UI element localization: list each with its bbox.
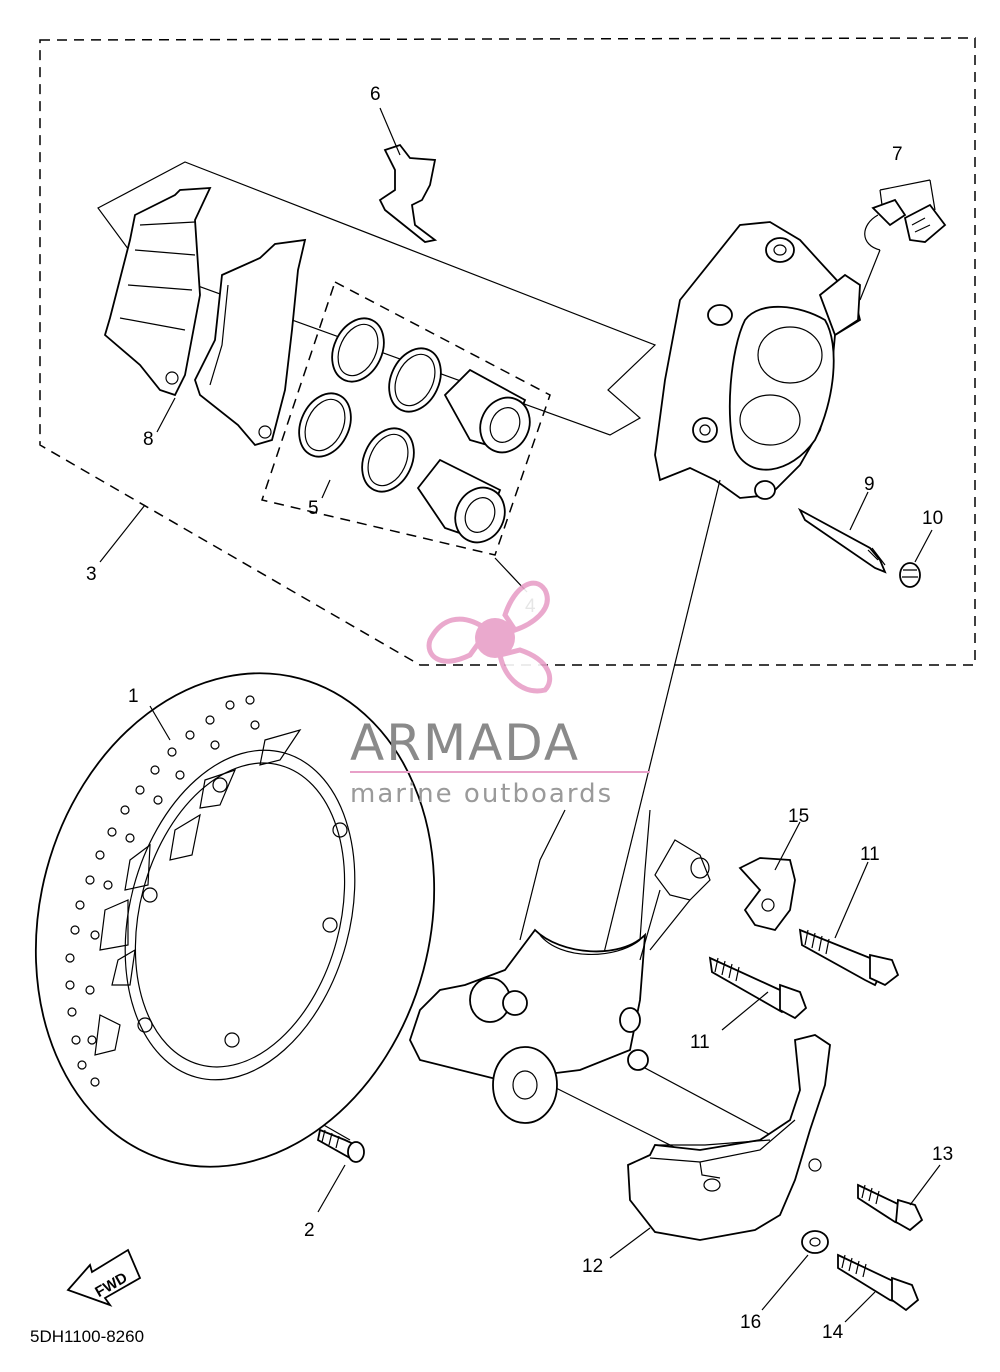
callout-7: 7 <box>892 144 903 165</box>
brand-tagline: marine outboards <box>350 779 613 809</box>
callout-3: 3 <box>86 564 97 585</box>
callout-11-upper: 11 <box>860 844 880 865</box>
caliper-assembly-boundary <box>39 37 976 666</box>
callout-11-lower: 11 <box>690 1032 710 1053</box>
callout-14: 14 <box>822 1322 844 1343</box>
callout-10: 10 <box>922 508 943 529</box>
caliper-pin-bolt <box>797 507 887 574</box>
cover-bolt-13 <box>857 1183 924 1232</box>
bracket-bolt-lower <box>708 956 808 1020</box>
callout-15: 15 <box>788 806 809 827</box>
disc-drill-holes <box>65 695 260 1087</box>
callout-8: 8 <box>143 429 154 450</box>
disc-cover <box>627 1034 831 1241</box>
callout-6: 6 <box>370 84 381 105</box>
cover-bolt-14 <box>837 1253 920 1312</box>
pad-plane <box>97 161 657 436</box>
fwd-arrow-icon: FWD <box>66 1248 142 1307</box>
brake-disc <box>34 672 436 1168</box>
washer <box>801 1230 829 1254</box>
brake-pad-outer <box>194 238 307 447</box>
callout-2: 2 <box>304 1220 315 1241</box>
bracket-bolt-upper <box>798 928 900 987</box>
leader-lines <box>99 107 941 1323</box>
hose-guide-bracket <box>738 857 796 932</box>
callout-16: 16 <box>740 1312 761 1333</box>
callout-9: 9 <box>864 474 875 495</box>
propeller-logo-icon <box>426 580 553 694</box>
front-fork <box>409 809 711 1124</box>
caliper-nut <box>899 562 921 588</box>
brand-name: ARMADA <box>350 714 580 772</box>
armada-watermark: ARMADA marine outboards <box>350 580 650 809</box>
brake-caliper <box>654 221 862 500</box>
piston-seals <box>298 317 442 493</box>
disc-bolt <box>316 1128 365 1163</box>
callout-5: 5 <box>308 498 319 519</box>
callout-labels: 1 2 3 4 5 6 7 8 9 10 11 11 12 13 14 15 1… <box>86 84 953 1343</box>
pad-support-clip <box>378 143 438 243</box>
bleed-screw-set <box>859 179 947 301</box>
callout-1: 1 <box>128 686 139 707</box>
pistons <box>416 368 531 544</box>
callout-12: 12 <box>582 1256 603 1277</box>
part-code: 5DH1100-8260 <box>30 1327 144 1346</box>
brake-pad-inner <box>103 187 212 397</box>
callout-13: 13 <box>932 1144 953 1165</box>
